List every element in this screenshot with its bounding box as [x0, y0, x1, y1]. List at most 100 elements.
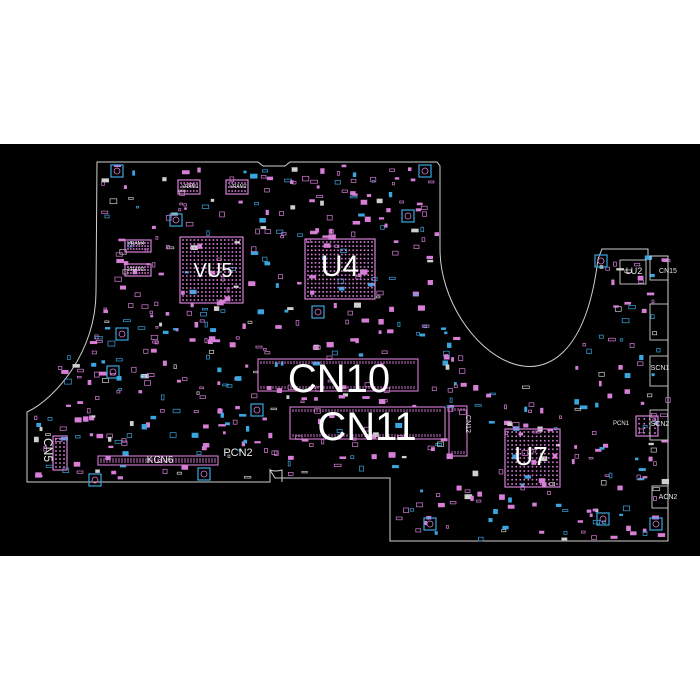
cpu-u4-package-ball	[371, 278, 373, 281]
cpu-u4-package-ball	[329, 291, 332, 293]
pch-u7-package-ball	[507, 470, 509, 472]
vram3-package-ball	[141, 269, 144, 271]
pch-u7-package-ball	[556, 448, 558, 451]
smd-part	[154, 340, 159, 345]
mount-hole	[404, 212, 412, 220]
smd-part	[358, 213, 365, 217]
smd-part	[64, 378, 72, 385]
cpu-u4-package-ball	[314, 282, 317, 285]
smd-part	[165, 244, 170, 250]
smd-part	[250, 251, 259, 255]
smd-part	[478, 536, 484, 542]
smd-part	[376, 290, 384, 296]
cpu-u4-package-ball	[333, 266, 336, 268]
pch-u7-package-ball	[519, 474, 522, 477]
cpu-u4-package-ball	[333, 278, 336, 281]
cpu-u4-package-ball	[352, 274, 354, 276]
mount-hole	[118, 330, 126, 338]
smd-part	[642, 531, 648, 536]
smd-part	[206, 230, 210, 236]
cpu-u4-package-ball	[371, 257, 373, 260]
cpu-u4-package-ball	[318, 291, 321, 293]
smd-part	[329, 228, 333, 234]
cn12-connector	[448, 405, 468, 457]
smd-part	[364, 216, 371, 222]
gpu-vu5-package-ball	[189, 275, 192, 277]
smd-part	[243, 439, 247, 444]
cpu-u4-package-ball	[307, 262, 309, 264]
smd-part	[651, 299, 655, 304]
smd-part	[628, 305, 636, 310]
pch-u7-package-ball	[531, 452, 534, 455]
gpu-vu5-package-ball	[239, 275, 241, 277]
cpu-u4-package-ball	[322, 245, 324, 247]
smd-part	[334, 180, 341, 185]
vram2-package-ball	[244, 182, 246, 184]
smd-part	[447, 387, 453, 393]
gpu-vu5-package-ball	[216, 251, 218, 253]
smd-part	[602, 443, 609, 448]
kcn6-connector	[97, 455, 219, 466]
smd-part	[250, 246, 257, 252]
smd-part	[217, 367, 222, 373]
cpu-u4-package-ball	[356, 241, 358, 243]
gpu-vu5-package-ball	[205, 275, 207, 277]
smd-part	[119, 464, 127, 468]
mount-pad	[197, 467, 211, 481]
cpu-u4-package-ball	[311, 262, 313, 264]
cn11-slot	[289, 406, 446, 440]
label-kcn6: KCN6	[147, 455, 174, 466]
smd-part	[619, 513, 624, 516]
cpu-u4-package-ball	[326, 295, 328, 297]
cpu-u4-package-ball	[333, 282, 336, 285]
board-notch	[269, 469, 283, 482]
smd-part	[582, 343, 587, 347]
gpu-vu5-package-ball	[205, 271, 207, 273]
pch-u7-package-ball	[544, 444, 546, 446]
label-cn5: CN5	[41, 438, 55, 462]
pch-u7-package-ball	[531, 470, 534, 472]
smd-part	[76, 470, 84, 474]
gpu-vu5-package-ball	[231, 271, 234, 273]
smd-part	[126, 433, 132, 438]
smd-part	[45, 433, 51, 436]
smd-part	[270, 407, 277, 411]
gpu-vu5-package-ball	[227, 283, 230, 285]
smd-part	[577, 520, 584, 523]
smd-part	[437, 441, 444, 447]
gpu-vu5-package-ball	[220, 255, 222, 257]
gpu-vu5-package-ball	[201, 287, 203, 289]
gpu-vu5-package-ball	[186, 283, 188, 285]
cpu-u4-package-ball	[371, 270, 373, 272]
smd-part	[453, 384, 458, 388]
smd-part	[291, 167, 298, 172]
smd-part	[184, 207, 187, 210]
gpu-vu5-package-ball	[186, 279, 188, 281]
gpu-vu5-package-ball	[235, 267, 237, 269]
gpu-vu5-package-ball	[201, 263, 203, 265]
smd-part	[470, 495, 474, 501]
gpu-vu5-package-ball	[216, 267, 218, 269]
cpu-u4-package-ball	[318, 253, 321, 256]
smd-part	[131, 366, 137, 373]
smd-part	[411, 228, 419, 233]
pch-u7-package-ball	[527, 435, 530, 438]
smd-part	[166, 246, 175, 250]
pcn1-area-ball	[638, 422, 640, 425]
smd-part	[383, 398, 388, 403]
cpu-u4-package-ball	[329, 295, 332, 297]
gpu-vu5-package-ball	[235, 243, 237, 245]
smd-part	[203, 424, 209, 429]
gpu-vu5-package-ball	[193, 255, 196, 257]
cpu-u4-package-ball	[363, 274, 366, 276]
gpu-vu5-package-ball	[235, 239, 237, 241]
smd-part	[640, 401, 645, 405]
gpu-vu5-package-ball	[227, 255, 230, 257]
gpu-vu5-package-ball	[208, 247, 211, 249]
gpu-vu5-package-ball	[189, 247, 192, 249]
cpu-u4-package-ball	[314, 241, 317, 243]
gpu-vu5-package-ball	[193, 259, 196, 261]
smd-part	[635, 457, 639, 461]
pch-u7-package-ball	[511, 474, 513, 477]
smd-part	[165, 312, 170, 316]
